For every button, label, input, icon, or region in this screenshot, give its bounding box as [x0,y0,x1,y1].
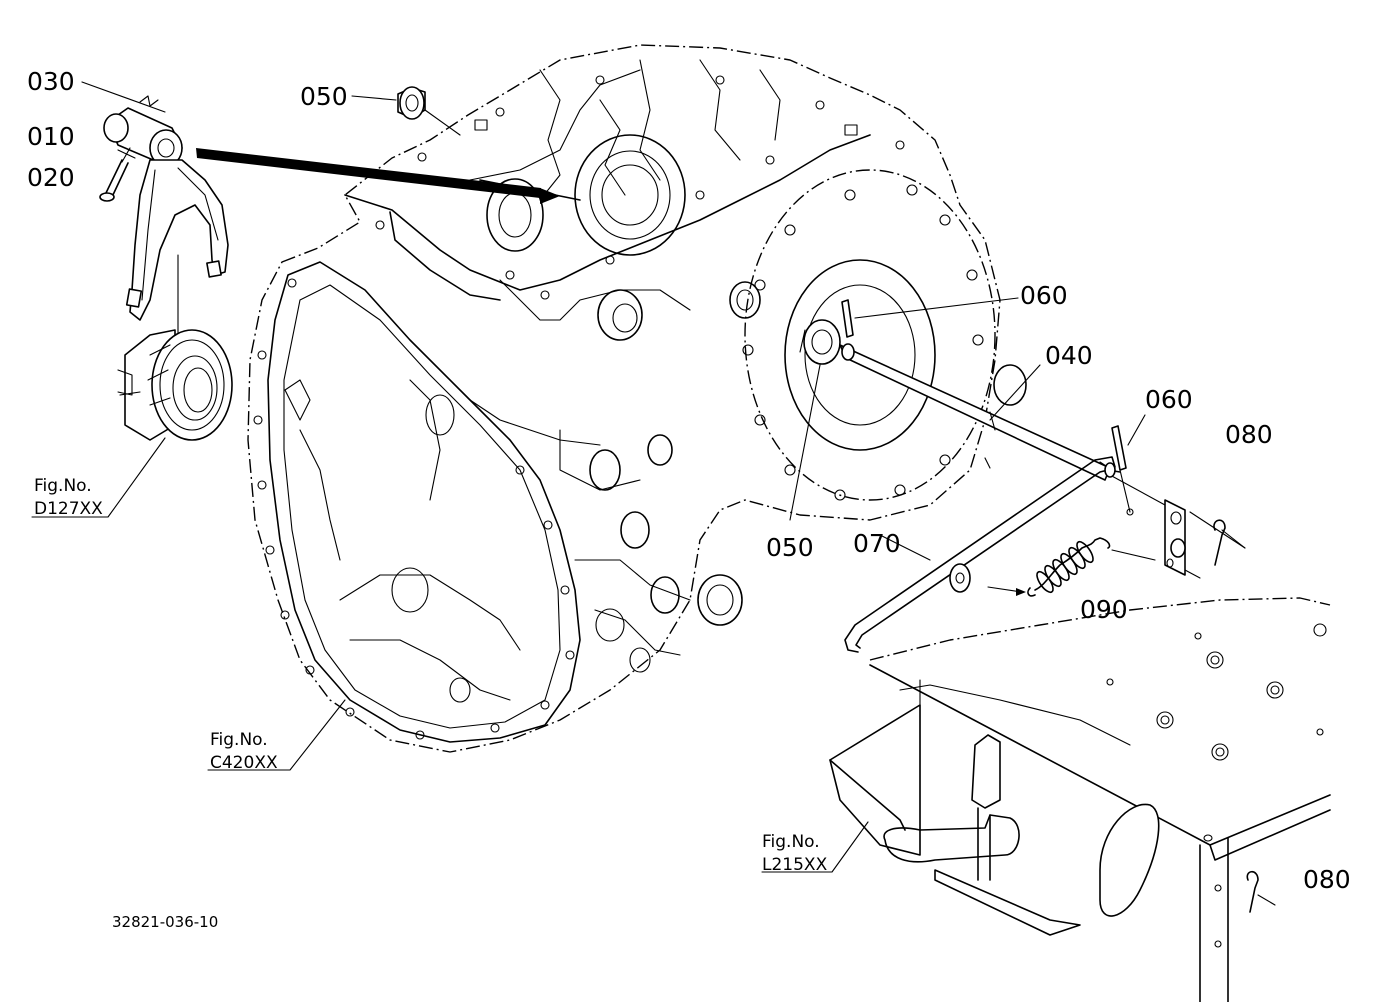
fig-ref-d127-line1: Fig.No. [34,476,92,496]
right-flange-bolt-holes [742,184,984,501]
label-010: 010 [27,122,75,151]
shift-fork-010 [103,107,229,346]
fig-ref-c420-line2: C420XX [210,753,278,773]
shaft-040 [839,343,1246,579]
label-020: 020 [27,163,75,192]
label-030: 030 [27,67,75,96]
figure-references: Fig.No. D127XX Fig.No. C420XX Fig.No. L2… [34,476,828,875]
clip-080-b [1246,870,1276,913]
bearing-050-top [351,86,461,136]
assembly-arrow [196,148,581,204]
rod-070 [844,456,1121,653]
fig-ref-l215-line1: Fig.No. [762,832,820,852]
label-060-b: 060 [1145,385,1193,414]
fig-ref-c420-line1: Fig.No. [210,730,268,750]
fig-ref-d127-line2: D127XX [34,499,103,519]
label-050-mid: 050 [766,533,814,562]
flange-bolt-holes [253,75,905,740]
label-090: 090 [1080,595,1128,624]
drawing-number: 32821-036-10 [112,913,218,931]
spring-pin-060-b [1111,414,1146,516]
label-060-a: 060 [1020,281,1068,310]
label-070: 070 [853,529,901,558]
transmission-case [247,44,1027,753]
bearing-050-mid [789,319,841,521]
label-040: 040 [1045,341,1093,370]
release-bearing [117,329,233,441]
spring-pin-060-a [841,297,1019,338]
pin-030 [81,81,166,113]
clip-080-a [1213,519,1246,566]
part-labels: 030 010 020 050 060 040 060 080 050 070 … [27,67,1351,894]
label-080-b: 080 [1303,865,1351,894]
label-050-top: 050 [300,82,348,111]
label-080-a: 080 [1225,420,1273,449]
floor-holes [1106,623,1327,948]
reference-leaders [31,437,869,873]
fig-ref-l215-line2: L215XX [762,855,828,875]
floor-step [829,597,1331,1002]
spring-090 [949,537,1156,597]
bolt-020 [99,147,136,202]
